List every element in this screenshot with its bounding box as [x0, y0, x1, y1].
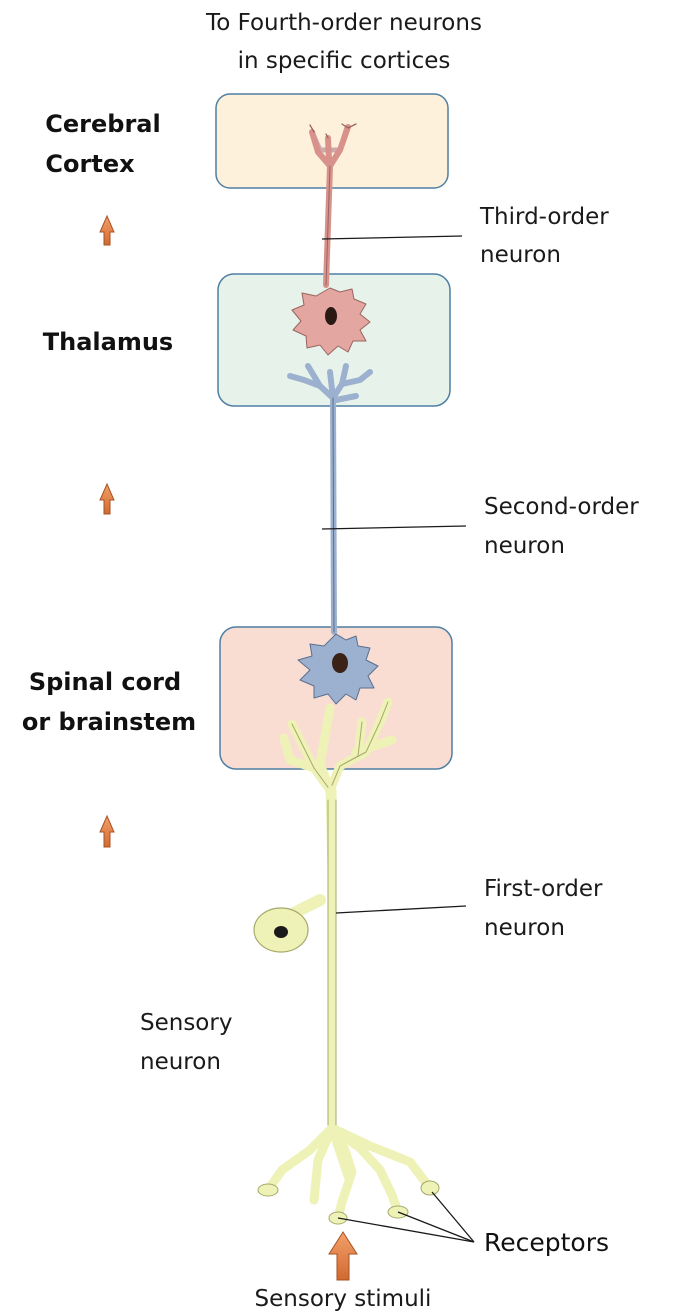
receptor-ending: [421, 1181, 439, 1195]
second-order-nucleus: [332, 653, 348, 673]
sensory-neuron-label-line1: Sensory: [140, 1010, 232, 1036]
second-order-label-line2: neuron: [484, 533, 565, 559]
receptor-pointer: [432, 1192, 474, 1242]
third-order-pointer: [322, 236, 462, 239]
stimulus-arrow-icon: [329, 1232, 357, 1280]
cerebral-cortex-label-line2: Cortex: [45, 150, 135, 178]
up-arrow-icon: [100, 484, 114, 514]
first-order-neuron: [254, 702, 439, 1224]
receptor-pointer: [398, 1212, 474, 1242]
first-order-label-line1: First-order: [484, 876, 603, 902]
top-label-line1: To Fourth-order neurons: [205, 10, 482, 36]
first-order-nucleus: [274, 926, 288, 938]
receptors-label: Receptors: [484, 1228, 609, 1257]
thalamus-label: Thalamus: [43, 328, 173, 356]
first-order-pointer: [336, 906, 466, 913]
sensory-stimuli-label: Sensory stimuli: [255, 1286, 432, 1312]
up-arrow-icon: [100, 216, 114, 245]
third-order-label-line1: Third-order: [479, 204, 609, 230]
spinal-cord-label-line2: or brainstem: [22, 708, 196, 736]
third-order-nucleus: [325, 307, 337, 325]
first-order-label-line2: neuron: [484, 915, 565, 941]
second-order-label-line1: Second-order: [484, 494, 639, 520]
top-label-line2: in specific cortices: [238, 48, 451, 74]
receptor-ending: [258, 1184, 278, 1196]
up-arrow-icon: [100, 816, 114, 847]
receptor-pointer: [338, 1218, 474, 1242]
second-order-pointer: [322, 526, 466, 529]
third-order-label-line2: neuron: [480, 242, 561, 268]
cerebral-cortex-label-line1: Cerebral: [45, 110, 160, 138]
spinal-cord-label-line1: Spinal cord: [29, 668, 181, 696]
sensory-neuron-label-line2: neuron: [140, 1049, 221, 1075]
